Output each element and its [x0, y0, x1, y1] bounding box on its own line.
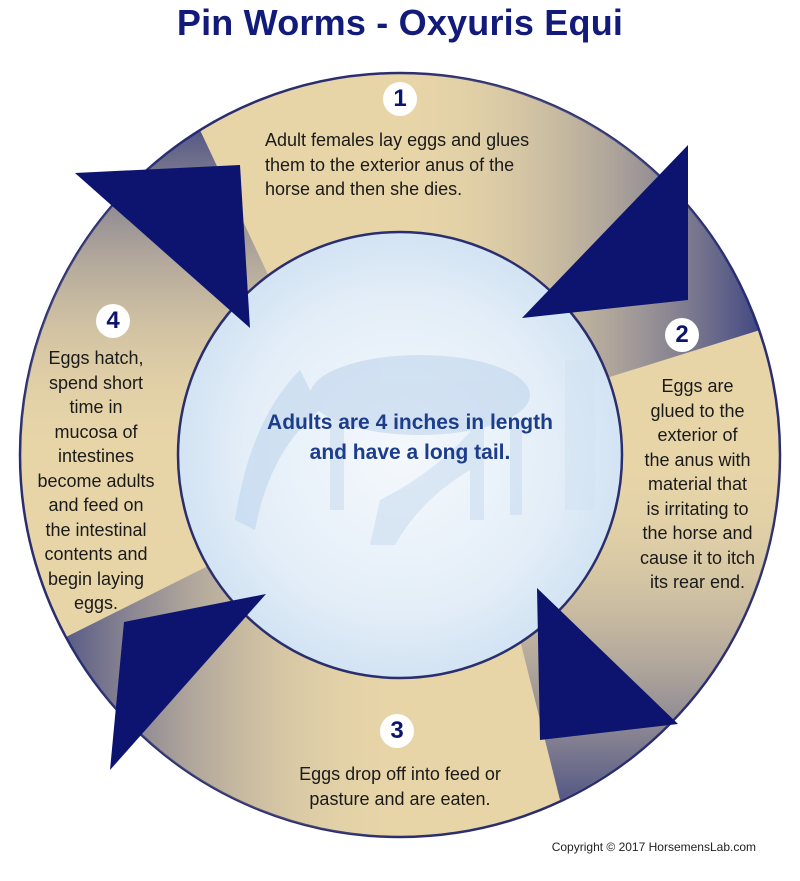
step-3-text: Eggs drop off into feed or pasture and a…	[299, 764, 501, 809]
page-title: Pin Worms - Oxyuris Equi	[176, 2, 624, 43]
step-number-4: 4	[96, 304, 130, 338]
step-number-2: 2	[665, 318, 699, 352]
step-number-1: 1	[383, 82, 417, 116]
step-2-text: Eggs are glued to the exterior of the an…	[639, 376, 756, 592]
step-1-text: Adult females lay eggs and glues them to…	[265, 130, 530, 199]
arrow-3-to-4	[110, 594, 266, 770]
step-number-3: 3	[380, 714, 414, 748]
copyright-notice: Copyright © 2017 HorsemensLab.com	[551, 840, 756, 854]
arrow-1-to-2	[522, 145, 688, 318]
horse-image	[235, 355, 595, 545]
arrow-4-to-1	[75, 165, 250, 328]
center-caption: Adults are 4 inches in length and have a…	[267, 411, 553, 464]
arrow-2-to-3	[537, 588, 678, 740]
step-4-text: Eggs hatch, spend short time in mucosa o…	[37, 348, 155, 613]
